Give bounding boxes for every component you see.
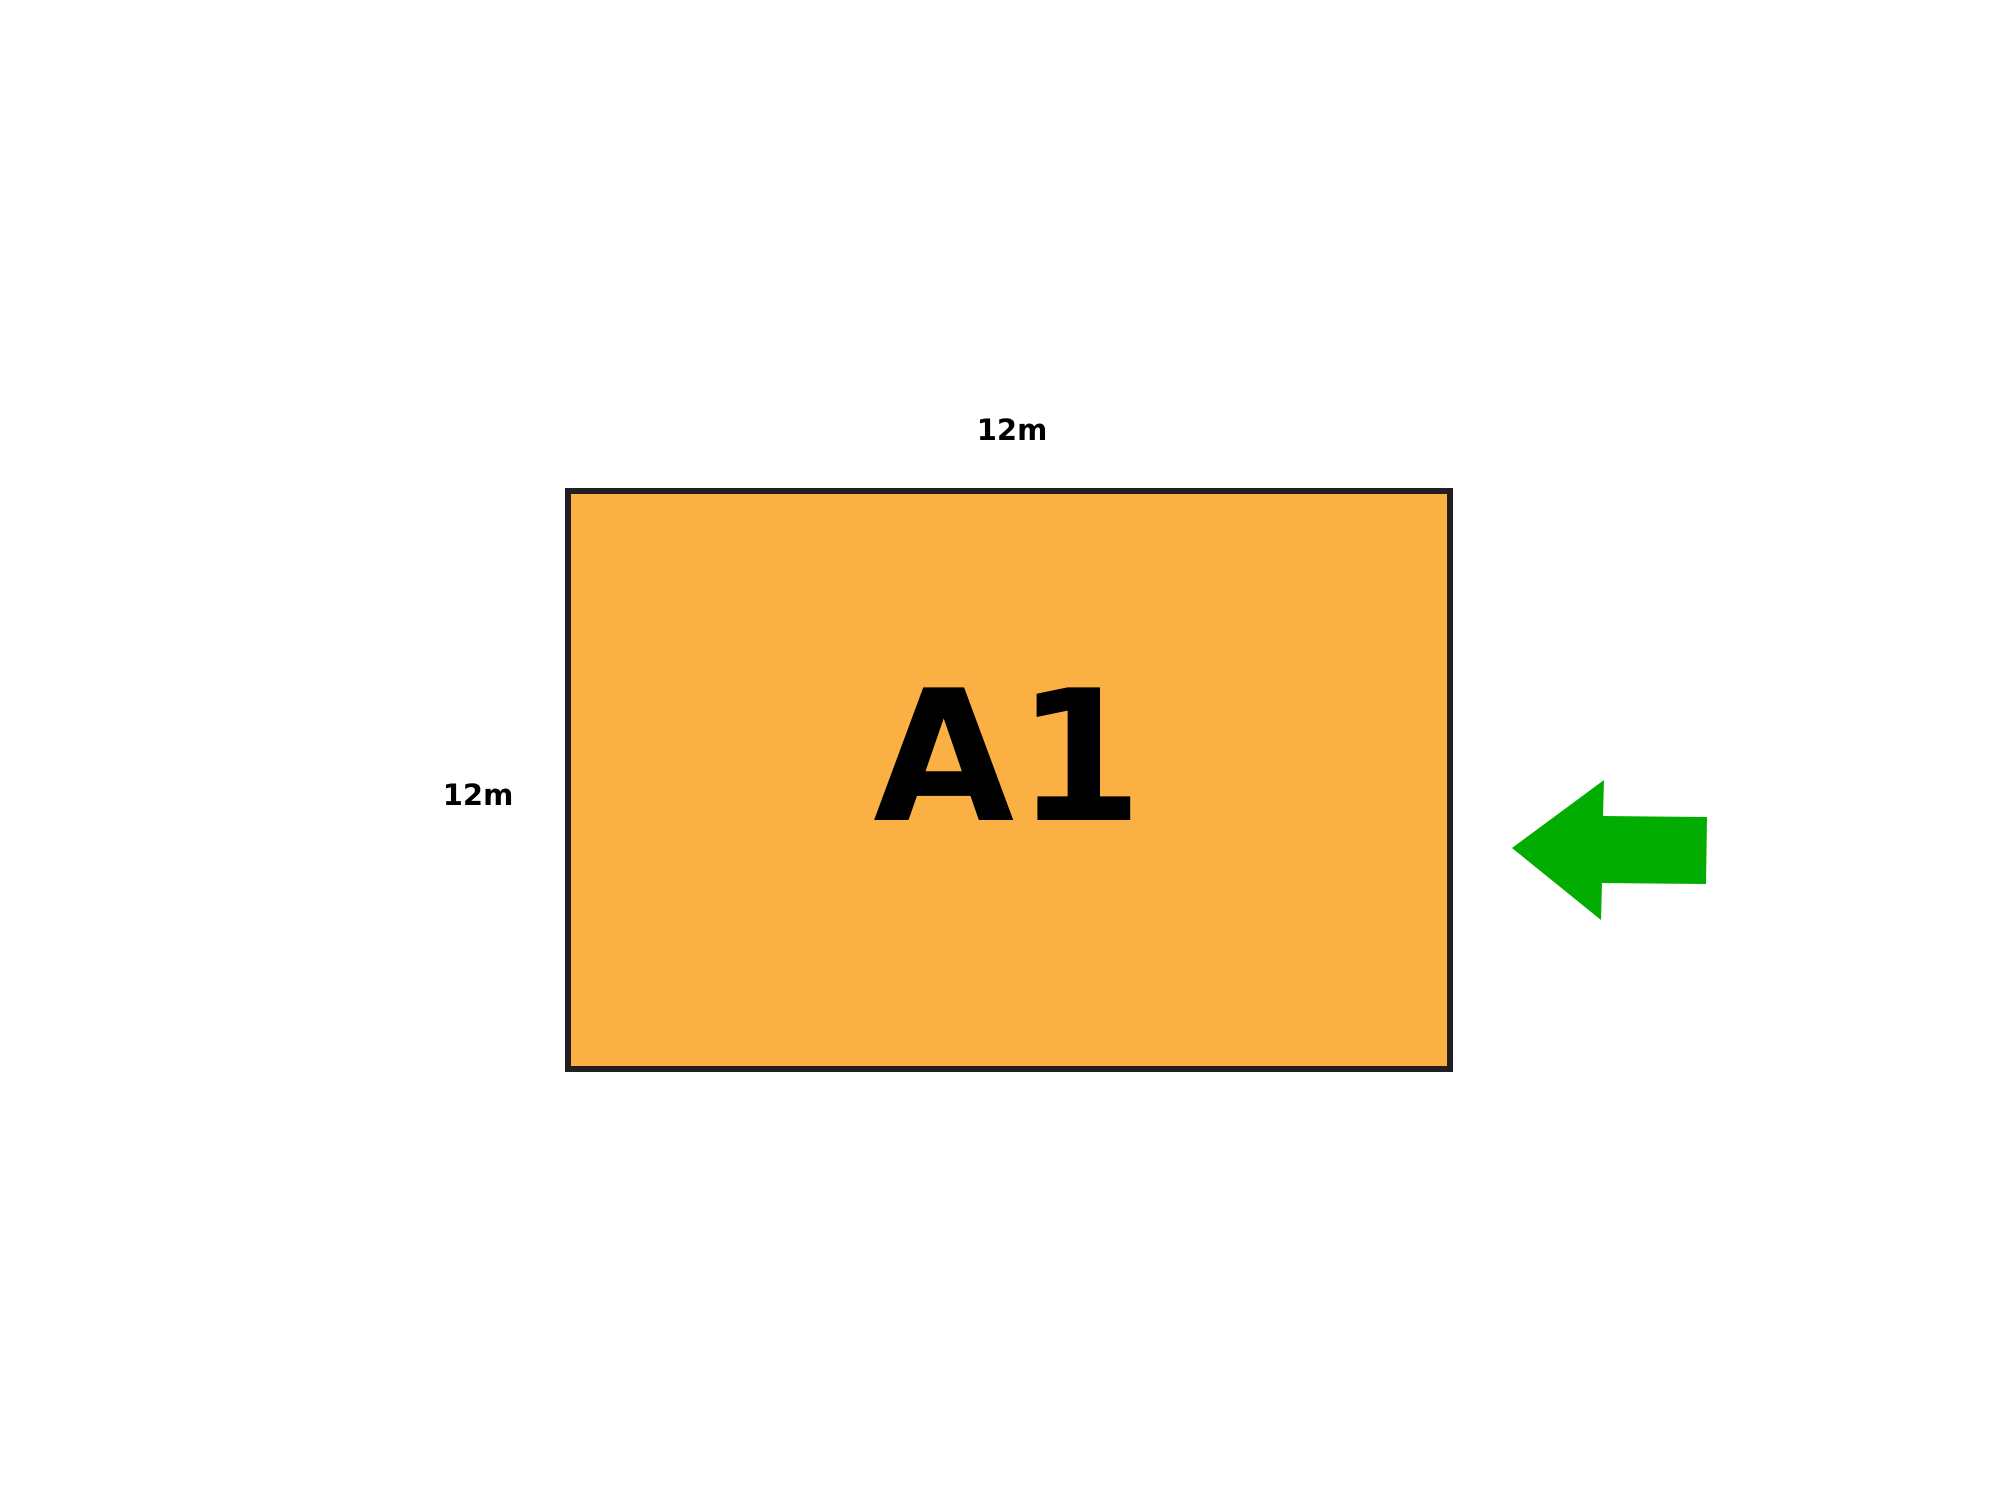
plot-label: A1 (873, 651, 1145, 863)
width-dimension-label: 12m (976, 413, 1048, 447)
plot-rectangle: A1 (565, 488, 1453, 1072)
left-arrow-icon (1512, 780, 1707, 920)
height-dimension-label: 12m (442, 778, 514, 812)
